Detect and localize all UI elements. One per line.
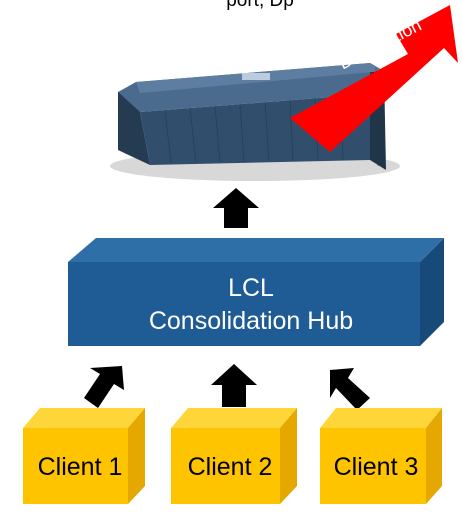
hub-label: LCL Consolidation Hub [68,272,434,338]
hub-label-line-1: LCL [228,274,274,302]
client-box-3 [320,408,442,504]
up-arrow-hub-to-container [213,188,259,228]
hub-label-line-2: Consolidation Hub [148,307,354,335]
client-2-label: Client 2 [187,453,273,481]
top-caption: port, Dp [226,0,294,11]
client-box-2 [171,408,297,504]
arrow-client-2-to-hub [211,364,257,407]
consolidation-hub-block [68,238,444,346]
arrow-client-1-to-hub [84,366,124,408]
client-box-1 [23,408,145,504]
client-1-label: Client 1 [37,453,123,481]
arrow-client-3-to-hub [330,368,370,410]
destination-arrow [290,5,458,152]
client-3-label: Client 3 [333,453,419,481]
